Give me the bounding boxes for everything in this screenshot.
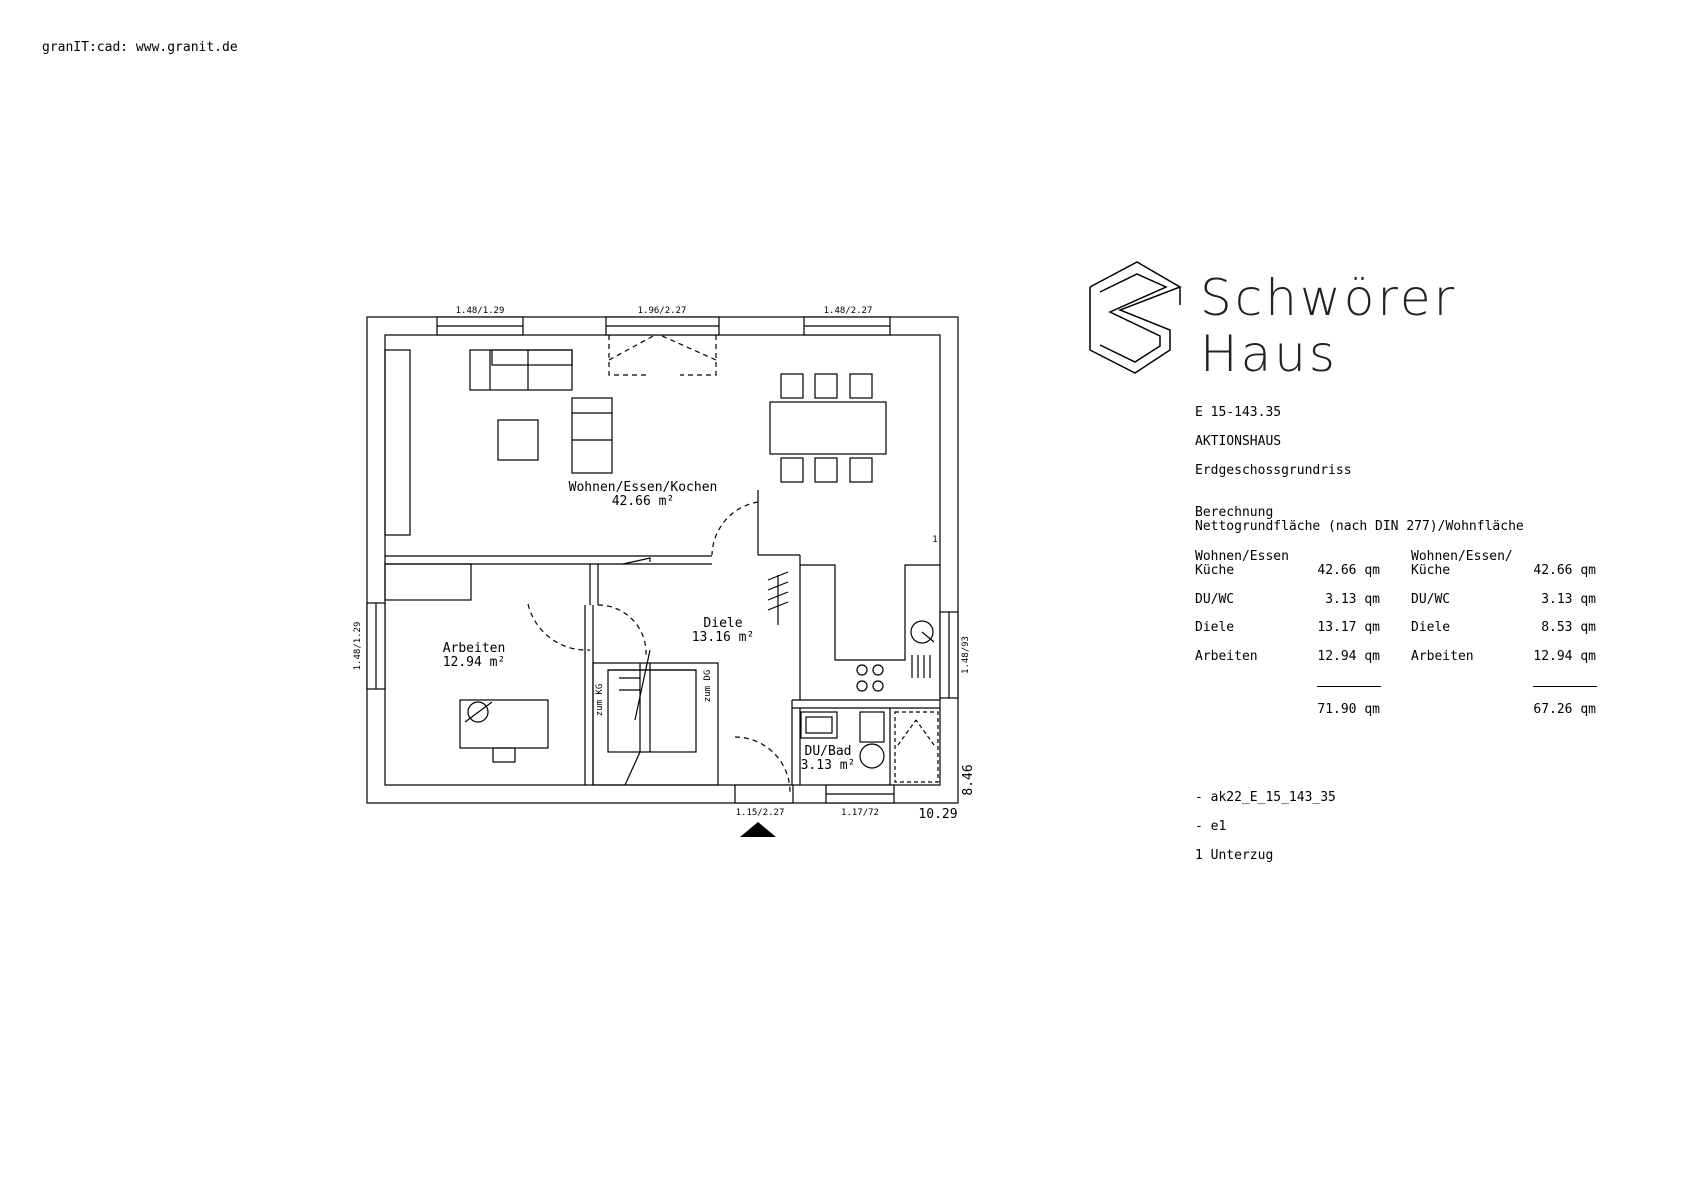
chair: [780, 373, 804, 399]
stove-icon: [856, 664, 868, 676]
dining-table: [769, 401, 887, 455]
plan-name: Erdgeschossgrundriss: [1195, 463, 1352, 478]
brand-logo-icon: [1089, 261, 1182, 374]
calc-right-value: 3.13 qm: [1541, 592, 1596, 607]
door-arc-bath: [734, 736, 791, 793]
window-top-right: [803, 316, 891, 336]
calc-right-row: Arbeiten 12.94 qm: [1411, 650, 1596, 680]
armchair: [571, 397, 613, 474]
room-living-area: 42.66 m²: [612, 494, 675, 509]
calc-left-row: DU/WC 3.13 qm: [1195, 593, 1380, 623]
calc-right-label: Arbeiten: [1411, 649, 1474, 664]
calc-right-total: 67.26 qm: [1533, 702, 1596, 717]
outer-wall-outer: [366, 316, 959, 804]
calc-title: Berechnung: [1195, 505, 1274, 520]
door-arc-work: [527, 603, 591, 651]
window-label-bottom-bath: 1.17/72: [841, 808, 879, 818]
shelf: [384, 563, 472, 601]
brand-line1: Schwörer: [1200, 269, 1458, 327]
calc-left-label: Arbeiten: [1195, 649, 1258, 664]
door-swing-left: [608, 335, 650, 376]
room-hall-area: 13.16 m²: [692, 630, 755, 645]
note-variant: - e1: [1195, 819, 1227, 834]
calc-right-label: Diele: [1411, 620, 1451, 635]
sofa: [469, 349, 573, 391]
beam-mark: 1: [932, 535, 937, 545]
calc-left-label: Diele: [1195, 620, 1235, 635]
window-label-right: 1.48/93: [961, 636, 971, 674]
window-label-top-right: 1.48/2.27: [824, 306, 873, 316]
house-type: AKTIONSHAUS: [1195, 434, 1282, 449]
window-label-bottom-door: 1.15/2.27: [736, 808, 785, 818]
hall-arrow: [622, 557, 651, 565]
stair-label-down: zum KG: [595, 684, 605, 717]
calc-right-value: 8.53 qm: [1541, 620, 1596, 635]
door-arc-hall: [597, 604, 647, 656]
stair-label-up: zum DG: [703, 670, 713, 703]
calc-left-row: Arbeiten 12.94 qm: [1195, 650, 1380, 680]
calc-subtitle: Nettogrundfläche (nach DIN 277)/Wohnfläc…: [1195, 519, 1524, 534]
room-bath-area: 3.13 m²: [801, 758, 856, 773]
entrance-marker: [740, 822, 776, 837]
calc-right-label: DU/WC: [1411, 592, 1451, 607]
window-right: [939, 611, 959, 699]
window-top-left: [436, 316, 524, 336]
brand-name: Schwörer Haus: [1200, 270, 1457, 382]
calc-right-label: Wohnen/Essen/ Küche: [1411, 549, 1513, 578]
window-label-top-mid: 1.96/2.27: [638, 306, 687, 316]
calc-right-value: 12.94 qm: [1533, 649, 1596, 664]
calc-right-row: DU/WC 3.13 qm: [1411, 593, 1596, 623]
room-living-name: Wohnen/Essen/Kochen: [569, 480, 718, 495]
door-arc-kitchen: [711, 501, 759, 556]
calc-left-value: 3.13 qm: [1325, 592, 1380, 607]
window-label-left: 1.48/1.29: [353, 622, 363, 671]
door-swing-right: [680, 335, 717, 376]
desk-chair: [492, 747, 516, 763]
stair-arrow: [634, 649, 651, 721]
software-header: granIT:cad: www.granit.de: [42, 40, 238, 55]
window-bottom-bath: [825, 784, 895, 804]
window-left: [366, 602, 386, 690]
calc-right-value: 42.66 qm: [1533, 563, 1596, 578]
kitchen-counter: [800, 564, 940, 661]
coffee-table: [497, 419, 539, 461]
brand-line2: Haus: [1200, 325, 1338, 383]
sink-icon: [910, 620, 934, 644]
calc-right-row: Diele 8.53 qm: [1411, 621, 1596, 651]
calc-right-row: Wohnen/Essen/ Küche 42.66 qm: [1411, 550, 1596, 580]
note-beam: 1 Unterzug: [1195, 848, 1274, 863]
calc-left-value: 42.66 qm: [1317, 563, 1380, 578]
calc-left-row: Diele 13.17 qm: [1195, 621, 1380, 651]
entrance-door-gap: [734, 784, 794, 804]
room-bath-name: DU/Bad: [805, 744, 852, 759]
calc-left-total: 71.90 qm: [1317, 702, 1380, 717]
calc-left-value: 13.17 qm: [1317, 620, 1380, 635]
staircase: [592, 662, 719, 786]
window-top-mid: [605, 316, 720, 336]
desk: [459, 699, 549, 749]
calc-left-value: 12.94 qm: [1317, 649, 1380, 664]
room-hall-name: Diele: [703, 616, 742, 631]
lamp-icon: [467, 701, 489, 723]
washbasin: [800, 711, 838, 739]
window-label-top-left: 1.48/1.29: [456, 306, 505, 316]
calc-left-row: Wohnen/Essen Küche 42.66 qm: [1195, 550, 1380, 580]
calc-left-label: DU/WC: [1195, 592, 1235, 607]
room-work-area: 12.94 m²: [443, 655, 506, 670]
dim-width: 10.29: [918, 807, 957, 822]
calc-left-rule: [1317, 686, 1381, 687]
room-work-name: Arbeiten: [443, 641, 506, 656]
calc-left-label: Wohnen/Essen Küche: [1195, 549, 1289, 578]
shower: [894, 711, 939, 783]
calc-right-rule: [1533, 686, 1597, 687]
toilet: [859, 711, 885, 743]
dim-depth: 8.46: [961, 764, 976, 795]
stair-marks: [767, 571, 789, 625]
model-number: E 15-143.35: [1195, 405, 1282, 420]
sideboard: [384, 349, 411, 536]
note-file: - ak22_E_15_143_35: [1195, 790, 1336, 805]
